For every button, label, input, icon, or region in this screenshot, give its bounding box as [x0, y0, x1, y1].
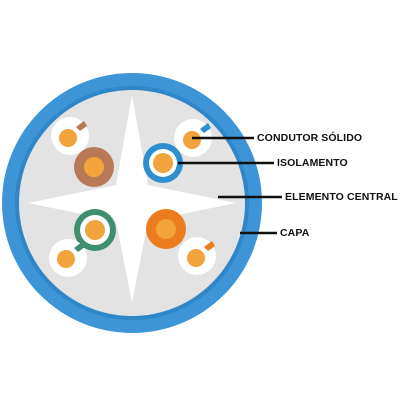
stripe-mark [74, 242, 85, 252]
solid-conductor [153, 153, 173, 173]
label-central-element: ELEMENTO CENTRAL [285, 191, 398, 203]
stripe-mark [204, 241, 215, 251]
solid-conductor [57, 250, 75, 268]
solid-conductor [183, 131, 201, 149]
solid-conductor [187, 249, 205, 267]
solid-conductor [156, 219, 176, 239]
central-element-hub [119, 190, 145, 216]
solid-conductor [84, 157, 104, 177]
solid-conductor [85, 220, 105, 240]
label-insulation: ISOLAMENTO [277, 157, 348, 169]
stripe-mark [200, 123, 211, 133]
pair-green-white [49, 209, 116, 277]
solid-conductor [59, 129, 77, 147]
pair-orange-white [146, 209, 216, 275]
label-conductor: CONDUTOR SÓLIDO [257, 132, 363, 144]
stripe-mark [76, 121, 87, 131]
label-jacket: CAPA [280, 227, 310, 239]
pair-brown-white [51, 117, 114, 187]
